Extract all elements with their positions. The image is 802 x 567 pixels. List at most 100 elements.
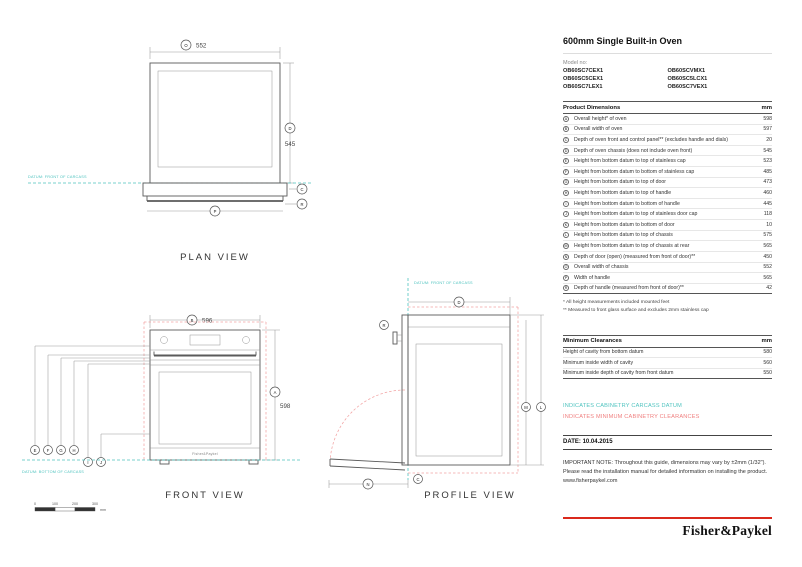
- profile-door-open-dimension: N: [328, 478, 409, 490]
- dimension-row: D Depth of oven chassis (does not includ…: [563, 145, 772, 157]
- front-height-key: A: [274, 390, 277, 395]
- minimum-clearances-table: Minimum Clearances mm Height of cavity f…: [563, 334, 772, 380]
- dimension-key: O: [563, 264, 569, 271]
- front-datum-label: DATUM: BOTTOM OF CARCASS: [22, 470, 84, 474]
- model-number: OB60SC7VEX1: [667, 84, 708, 90]
- scale-label-0: 0: [34, 502, 36, 506]
- scale-label-300: 300: [92, 502, 98, 506]
- dimension-key: H: [563, 189, 569, 196]
- plan-width-value: 552: [196, 43, 207, 50]
- scale-label-200: 200: [72, 502, 78, 506]
- dimension-key: K: [563, 221, 569, 228]
- dimension-label: Depth of oven chassis (does not include …: [574, 145, 754, 157]
- profile-view-label: PROFILE VIEW: [424, 490, 516, 501]
- brand-rule: [563, 517, 772, 519]
- fisher-paykel-logo: Fisher&Paykel: [682, 523, 772, 538]
- plan-width-key: O: [184, 43, 188, 48]
- footer: Fisher&Paykel: [563, 517, 772, 539]
- important-note: IMPORTANT NOTE: Throughout this guide, d…: [563, 459, 768, 484]
- scale-label-100: 100: [52, 502, 58, 506]
- dimension-value: 20: [754, 134, 772, 146]
- dimension-key: N: [563, 253, 569, 260]
- dimension-key: A: [563, 115, 569, 122]
- front-handle: [153, 351, 257, 357]
- dimension-key: E: [563, 158, 569, 165]
- door-swing-arc: [329, 389, 406, 466]
- dimension-value: 10: [754, 219, 772, 231]
- dimension-row: F Height from bottom datum to bottom of …: [563, 166, 772, 178]
- profile-front-depth-key-circle: [413, 474, 423, 484]
- dimension-row: I Height from bottom datum to bottom of …: [563, 198, 772, 210]
- clearance-value: 560: [754, 357, 772, 369]
- profile-chassis-rear-key: M: [524, 405, 528, 410]
- plan-depth-value: 545: [285, 141, 296, 148]
- clearance-row: Minimum inside width of cavity 560: [563, 357, 772, 369]
- dimension-key: B: [563, 126, 569, 133]
- dimension-key: L: [563, 232, 569, 239]
- dimension-key: R: [563, 285, 569, 292]
- plan-handle-depth-key: R: [300, 202, 303, 207]
- plan-depth-key: D: [288, 126, 291, 131]
- model-no-label: Model no:: [563, 60, 588, 66]
- date-row: DATE: 10.04.2015: [563, 434, 772, 450]
- dimension-row: E Height from bottom datum to top of sta…: [563, 155, 772, 168]
- dimension-label: Overall height* of oven: [574, 113, 754, 125]
- dimension-label: Height from bottom datum to top of chass…: [574, 230, 754, 242]
- front-key-h: H: [72, 448, 75, 453]
- legend-min-clearances: INDICATES MINIMUM CABINETRY CLEARANCES: [563, 414, 700, 420]
- dimension-value: 118: [754, 208, 772, 221]
- dimension-row: J Height from bottom datum to top of sta…: [563, 208, 772, 221]
- profile-right-dimensions: M L: [510, 314, 546, 466]
- front-foot-right: [248, 459, 259, 465]
- dimension-value: 575: [754, 230, 772, 242]
- front-height-key-circle: [269, 386, 281, 398]
- scale-bar: 0 100 200 300 mm: [34, 502, 106, 512]
- plan-front-depth-key: C: [300, 187, 303, 192]
- front-key-j: J: [100, 460, 102, 465]
- front-control-panel: [150, 334, 260, 351]
- profile-cavity: [415, 343, 503, 457]
- front-datum: DATUM: BOTTOM OF CARCASS: [22, 459, 300, 474]
- dimension-key: J: [563, 211, 569, 218]
- dimension-label: Overall width of oven: [574, 124, 754, 136]
- plan-width-dimension: O 552: [149, 39, 281, 59]
- dimension-value: 445: [754, 198, 772, 210]
- dimension-row: G Height from bottom datum to top of doo…: [563, 177, 772, 189]
- profile-chassis-top-key: L: [540, 405, 543, 410]
- footnotes: * All height measurements included mount…: [563, 299, 772, 314]
- dimension-key: D: [563, 147, 569, 154]
- front-clearance-lines: [143, 321, 267, 460]
- front-left-dimensions: E F G H I J: [30, 345, 150, 467]
- plan-view-label: PLAN VIEW: [180, 252, 250, 263]
- clearance-row: Height of cavity from bottom datum 580: [563, 347, 772, 359]
- profile-door-open-key-circle: [362, 478, 374, 490]
- front-view-label: FRONT VIEW: [165, 490, 244, 501]
- front-foot-left: [159, 459, 170, 465]
- clearance-value: 580: [754, 347, 772, 359]
- dimension-label: Height from bottom datum to top of chass…: [574, 240, 754, 252]
- dimension-row: P Width of handle 565: [563, 272, 772, 284]
- dimension-label: Depth of handle (measured from front of …: [574, 283, 754, 295]
- front-door-glass: [158, 371, 252, 445]
- dimension-value: 450: [754, 251, 772, 263]
- plan-handle-depth-key-circle: [296, 198, 308, 210]
- profile-chassis-rear-key-circle: [521, 402, 531, 412]
- dimension-row: C Depth of oven front and control panel*…: [563, 134, 772, 146]
- plan-depth-dimension: D 545: [283, 62, 296, 184]
- profile-handle: R: [379, 320, 402, 345]
- product-dimensions-table: Product Dimensions mm A Overall height* …: [563, 101, 772, 295]
- front-door: Fisher&Paykel: [150, 359, 260, 456]
- profile-view-drawing: DATUM: FRONT OF CARCASS D R: [328, 278, 546, 501]
- date-value: 10.04.2015: [582, 439, 613, 446]
- front-key-f: F: [47, 448, 50, 453]
- dimension-value: 552: [754, 262, 772, 274]
- profile-open-door: [329, 389, 406, 471]
- plan-view-drawing: O 552 D 545 DATUM: FRONT OF CARCASS P: [28, 39, 313, 263]
- front-width-key: B: [191, 318, 194, 323]
- profile-datum: DATUM: FRONT OF CARCASS: [407, 278, 473, 480]
- minimum-clearances-unit: mm: [754, 334, 772, 348]
- dimension-value: 460: [754, 187, 772, 199]
- dimension-key: I: [563, 200, 569, 207]
- product-dimensions-unit: mm: [754, 101, 772, 114]
- dimension-label: Height from bottom datum to top of handl…: [574, 187, 754, 199]
